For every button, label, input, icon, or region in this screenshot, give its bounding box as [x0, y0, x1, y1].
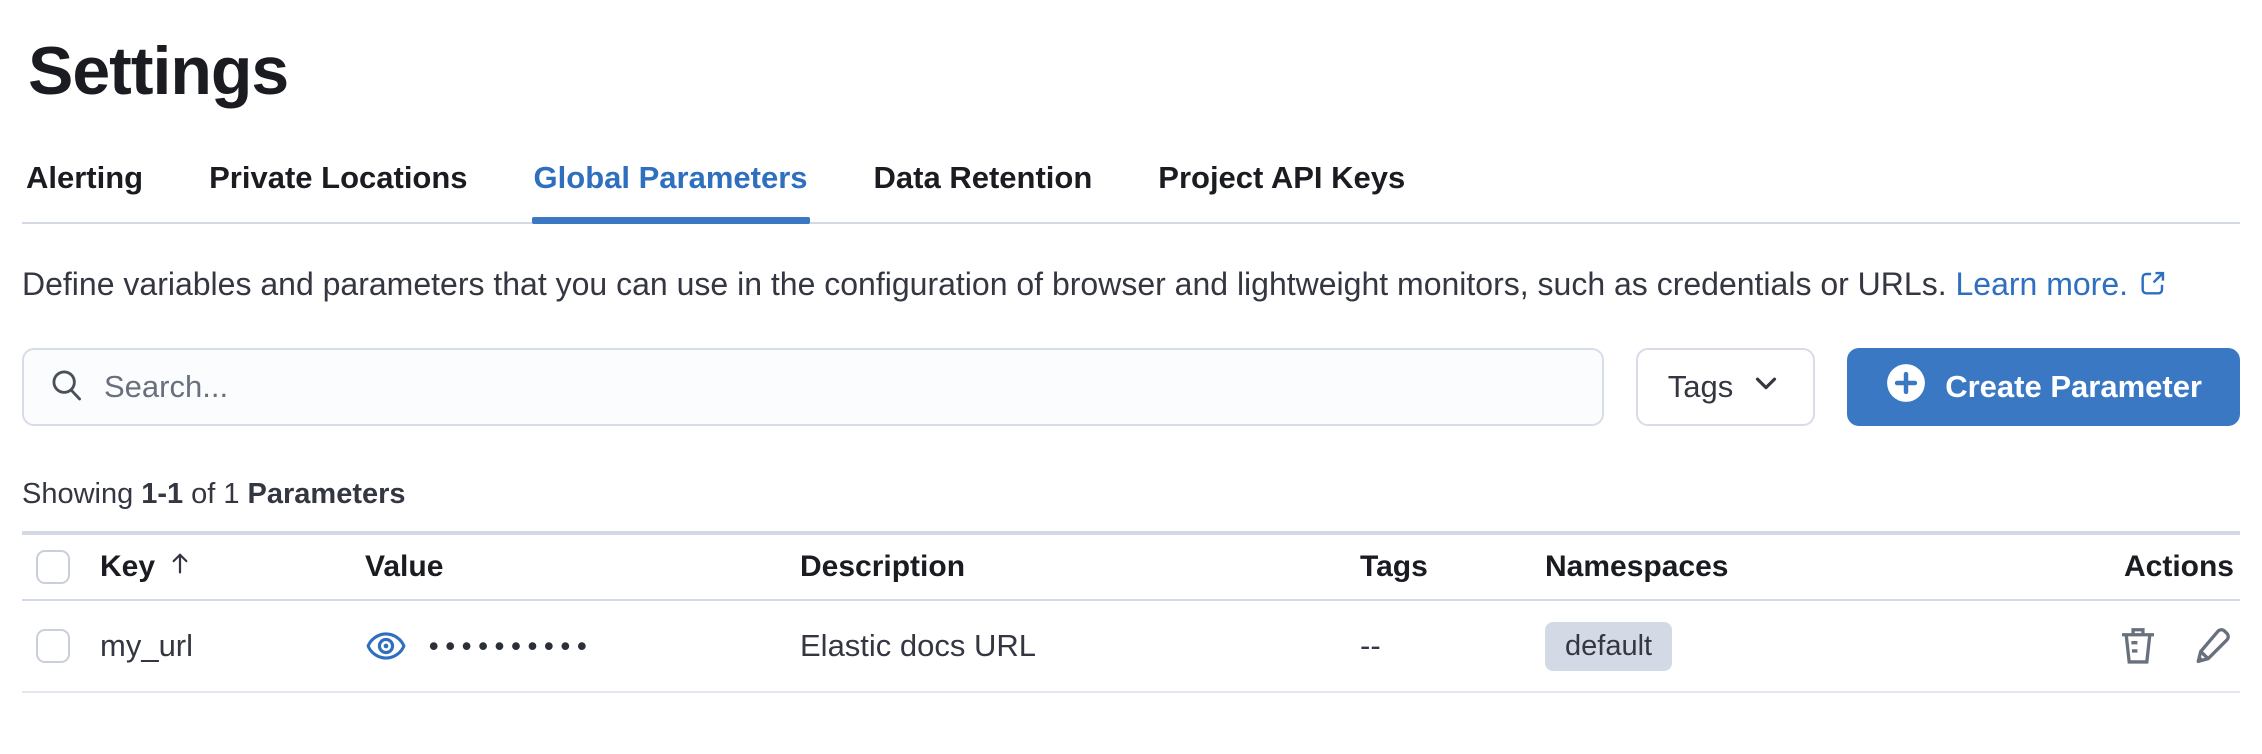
param-actions-cell [2040, 624, 2240, 668]
select-all-cell [22, 550, 100, 584]
tab-data-retention[interactable]: Data Retention [873, 160, 1093, 195]
search-box[interactable] [22, 348, 1604, 426]
create-parameter-label: Create Parameter [1945, 369, 2202, 404]
column-header-tags[interactable]: Tags [1360, 550, 1428, 583]
column-header-actions: Actions [2123, 550, 2234, 583]
results-summary: Showing 1-1 of 1 Parameters [22, 478, 406, 511]
eye-icon[interactable] [365, 625, 407, 667]
description-text: Define variables and parameters that you… [22, 266, 1947, 302]
tab-project-api-keys[interactable]: Project API Keys [1158, 160, 1406, 195]
sort-ascending-arrow-icon [165, 548, 195, 586]
column-header-namespaces[interactable]: Namespaces [1545, 550, 1729, 583]
table-header-row: Key Value Description Tags Namespaces Ac… [22, 535, 2240, 601]
param-value-cell: •••••••••• [365, 625, 800, 667]
param-tags-cell: -- [1360, 628, 1381, 663]
search-icon [48, 366, 86, 409]
settings-tabs: Alerting Private Locations Global Parame… [22, 150, 2240, 224]
page-title: Settings [28, 33, 289, 109]
tags-filter-button[interactable]: Tags [1635, 348, 1816, 426]
select-all-checkbox[interactable] [36, 550, 70, 584]
learn-more-link[interactable]: Learn more. [1955, 266, 2168, 302]
search-input[interactable] [104, 369, 1578, 405]
summary-showing: Showing [22, 478, 134, 510]
create-parameter-button[interactable]: Create Parameter [1847, 348, 2240, 426]
settings-page: Settings Alerting Private Locations Glob… [22, 33, 2240, 693]
summary-of: of 1 [191, 478, 240, 510]
tab-global-parameters[interactable]: Global Parameters [531, 150, 810, 224]
namespace-badge: default [1545, 621, 1673, 671]
row-checkbox[interactable] [36, 629, 70, 663]
param-namespaces-cell: default [1545, 621, 2040, 671]
param-description-cell: Elastic docs URL [800, 628, 1037, 663]
summary-range: 1-1 [141, 478, 184, 510]
summary-entity: Parameters [247, 478, 406, 510]
tags-filter-label: Tags [1667, 369, 1734, 404]
edit-icon[interactable] [2190, 624, 2234, 668]
toolbar: Tags Create Parameter [22, 348, 2240, 426]
tab-alerting[interactable]: Alerting [26, 160, 144, 195]
external-link-icon [2138, 263, 2168, 312]
page-description: Define variables and parameters that you… [22, 260, 2240, 312]
chevron-down-icon [1749, 366, 1783, 408]
table-row: my_url •••••••••• Elastic docs URL -- de… [22, 601, 2240, 693]
column-header-description[interactable]: Description [800, 550, 966, 583]
delete-icon[interactable] [2116, 624, 2160, 668]
parameters-table: Key Value Description Tags Namespaces Ac… [22, 535, 2240, 693]
masked-value: •••••••••• [429, 630, 594, 661]
tab-private-locations[interactable]: Private Locations [209, 160, 468, 195]
row-select-cell [22, 629, 100, 663]
param-key-cell: my_url [100, 628, 194, 663]
column-header-value[interactable]: Value [365, 550, 444, 583]
plus-in-circle-icon [1885, 362, 1927, 412]
divider [22, 531, 2240, 535]
column-header-key[interactable]: Key [100, 548, 365, 586]
